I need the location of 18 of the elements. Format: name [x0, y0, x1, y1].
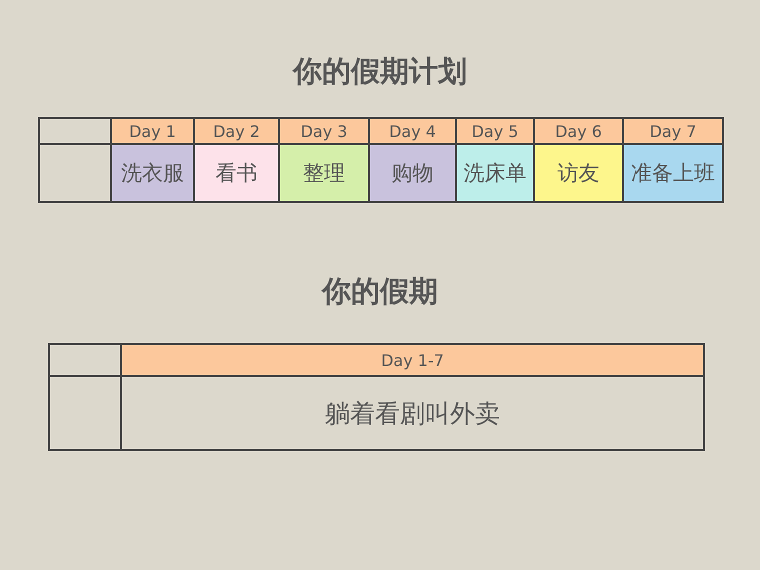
table-cell: 整理 [278, 143, 370, 203]
header-cell: Day 3 [278, 117, 370, 145]
table-cell: 访友 [533, 143, 624, 203]
table-cell: 洗衣服 [110, 143, 195, 203]
table-cell: 看书 [193, 143, 280, 203]
table-cell: 躺着看剧叫外卖 [120, 375, 705, 451]
table-cell: 购物 [368, 143, 457, 203]
header-cell: Day 4 [368, 117, 457, 145]
header-cell: Day 1-7 [120, 343, 705, 377]
header-cell: Day 1 [110, 117, 195, 145]
header-cell: Day 2 [193, 117, 280, 145]
table-cell: 洗床单 [455, 143, 535, 203]
heading: 你的假期 [320, 273, 439, 310]
table-cell: 准备上班 [622, 143, 724, 203]
header-cell: Day 5 [455, 117, 535, 145]
header-cell: Day 7 [622, 117, 724, 145]
header-cell: Day 6 [533, 117, 624, 145]
heading: 你的假期计划 [291, 53, 468, 90]
